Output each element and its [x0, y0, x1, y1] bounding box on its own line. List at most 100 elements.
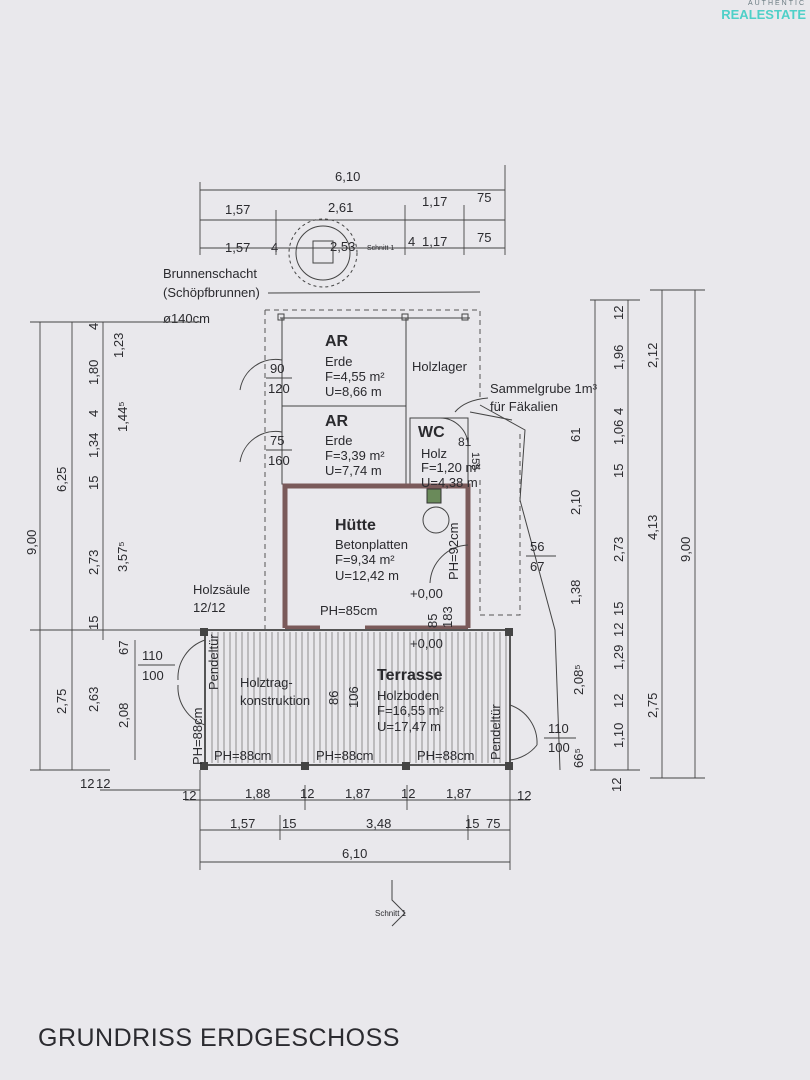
dim-terr-110: 110: [142, 648, 163, 663]
dim-right2-k: 1,10: [611, 723, 626, 748]
dim-right-total: 9,00: [678, 537, 693, 562]
dim-left3-d: 67: [116, 641, 131, 655]
section-marker-top: Schnitt 1: [367, 245, 394, 252]
drawing-title: GRUNDRISS ERDGESCHOSS: [38, 1024, 400, 1052]
dim-right2-b: 1,96: [611, 345, 626, 370]
dim-top2-c: 2,53: [330, 239, 355, 254]
dim-top-a: 1,57: [225, 202, 250, 217]
dim-right2-g: 15: [611, 602, 626, 616]
wc-door-h: 155: [469, 452, 481, 470]
room-ar2-label: AR Erde F=3,39 m² U=7,74 m 75 160: [266, 413, 385, 478]
dim-left2-c: 4: [86, 410, 101, 417]
sammelgrube-line1: Sammelgrube 1m³: [490, 381, 598, 396]
right-dimension-chain: 9,00 2,12 4,13 2,75 12 1,96 4 1,06 15 2,…: [568, 289, 705, 792]
dim-left3-c: 3,57⁵: [115, 541, 130, 572]
dim-top2-a: 1,57: [225, 240, 250, 255]
dim-right3-a: 61: [568, 428, 583, 442]
dim-r-110: 110: [548, 721, 569, 736]
section-marker-bottom-label: Schnitt 1: [375, 909, 407, 918]
dim-bot1-b: 1,88: [245, 786, 270, 801]
dim-right3-b: 2,10: [568, 490, 583, 515]
dim-right2-l: 12: [609, 778, 624, 792]
dim-left2-b: 1,80: [86, 360, 101, 385]
brunnen-line3: ø140cm: [163, 311, 210, 326]
dim-right2-f: 2,73: [611, 537, 626, 562]
bottom-dimension-chain: 12 1,88 12 1,87 12 1,87 12 1,57 15 3,48 …: [182, 770, 531, 870]
ar1-name: AR: [325, 333, 349, 350]
ar2-door-h: 160: [268, 453, 290, 468]
ar1-floor: Erde: [325, 354, 352, 369]
section-marker-bottom: Schnitt 1: [375, 880, 407, 927]
wc-floor: Holz: [421, 446, 447, 461]
terrace-deck: [100, 628, 538, 791]
dim-bot1-e: 12: [401, 786, 415, 801]
dim-right2-c: 4: [611, 408, 626, 415]
ar1-area: F=4,55 m²: [325, 369, 385, 384]
huette-ph-side: PH=92cm: [446, 523, 461, 580]
dim-right3-c: 1,38: [568, 580, 583, 605]
huette-area: F=9,34 m²: [335, 552, 395, 567]
room-ar1-label: AR Erde F=4,55 m² U=8,66 m 90 120: [266, 333, 385, 399]
dim-h-85: 85: [425, 614, 440, 628]
ar2-floor: Erde: [325, 433, 352, 448]
logo-line1: AUTHENTIC: [747, 0, 806, 7]
room-wc-label: WC Holz F=1,20 m² U=4,38 m 81 155: [418, 424, 481, 490]
level-mark-terrasse: +0,00: [410, 636, 443, 651]
dim-bot-total: 6,10: [342, 846, 367, 861]
terrasse-ph-c: PH=88cm: [417, 748, 474, 763]
dim-top-b: 2,61: [328, 200, 353, 215]
dim-terr-86: 86: [326, 691, 341, 705]
well-label: Brunnenschacht (Schöpfbrunnen) ø140cm: [163, 266, 481, 326]
dim-bot2-e: 75: [486, 816, 500, 831]
terrasse-ph-left: PH=88cm: [190, 708, 205, 765]
dim-top2-d: 4: [408, 234, 415, 249]
terrasse-ph-a: PH=88cm: [214, 748, 271, 763]
dim-left2-f: 2,73: [86, 550, 101, 575]
terrasse-perim: U=17,47 m: [377, 719, 441, 734]
dim-top2-f: 75: [477, 230, 491, 245]
dim-top-c: 1,17: [422, 194, 447, 209]
dim-left2-a: 4: [86, 323, 101, 330]
dim-left3-e: 2,08: [116, 703, 131, 728]
dim-left2-e: 15: [86, 476, 101, 490]
huette-perim: U=12,42 m: [335, 568, 399, 583]
dim-right2-e: 15: [611, 464, 626, 478]
dim-left2-i: 12: [96, 776, 110, 791]
dim-bot1-g: 12: [517, 788, 531, 803]
logo-line2: REALESTATE: [721, 7, 806, 22]
dim-right3-e: 66⁵: [571, 748, 586, 768]
sammelgrube-line2: für Fäkalien: [490, 399, 558, 414]
dim-bot2-a: 1,57: [230, 816, 255, 831]
dim-56: 56: [530, 539, 544, 554]
room-terrasse-label: Terrasse Holzboden F=16,55 m² U=17,47 m …: [138, 634, 503, 765]
dim-bot1-c: 12: [300, 786, 314, 801]
dim-h-183: 183: [440, 606, 455, 628]
well-shaft-symbol: [288, 218, 358, 288]
dim-left3-b: 1,44⁵: [115, 401, 130, 432]
room-huette-label: Hütte Betonplatten F=9,34 m² U=12,42 m P…: [320, 517, 461, 628]
dim-right2-h: 12: [611, 623, 626, 637]
holztrag-line2: konstruktion: [240, 693, 310, 708]
dim-right-b: 4,13: [645, 515, 660, 540]
dim-bot1-f: 1,87: [446, 786, 471, 801]
dim-bot2-b: 15: [282, 816, 296, 831]
dim-right2-a: 12: [611, 306, 626, 320]
huette-walls: [282, 483, 471, 631]
ar2-perim: U=7,74 m: [325, 463, 382, 478]
dim-left2-h: 2,63: [86, 687, 101, 712]
holzlager-label: Holzlager: [412, 359, 468, 374]
dim-bot1-d: 1,87: [345, 786, 370, 801]
dim-left-b: 2,75: [54, 689, 69, 714]
ar1-door-w: 90: [270, 361, 284, 376]
brunnen-line2: (Schöpfbrunnen): [163, 285, 260, 300]
dim-top-d: 75: [477, 190, 491, 205]
dim-right-a: 2,12: [645, 343, 660, 368]
wc-name: WC: [418, 424, 445, 441]
dim-left3-a: 1,23: [111, 333, 126, 358]
huette-name: Hütte: [335, 517, 376, 534]
dim-terr-100: 100: [142, 668, 164, 683]
huette-ph: PH=85cm: [320, 603, 377, 618]
terrasse-name: Terrasse: [377, 667, 443, 684]
ar2-name: AR: [325, 413, 349, 430]
